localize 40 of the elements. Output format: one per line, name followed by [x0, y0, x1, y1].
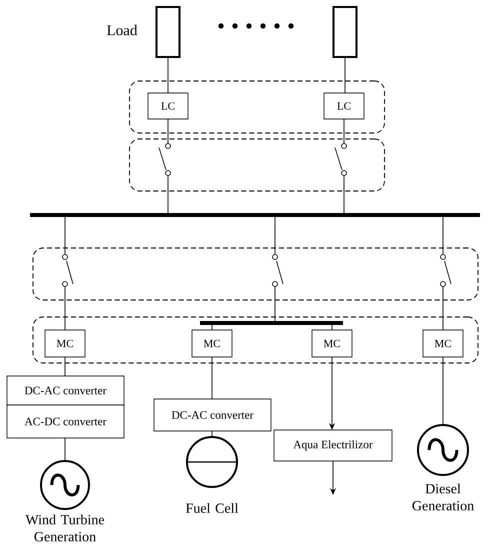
dashed-group-frame — [32, 248, 478, 300]
converter-box: AC-DC converter — [6, 404, 124, 438]
switch-symbol — [62, 254, 74, 287]
connection-line — [442, 356, 444, 424]
fuel-cell-symbol — [186, 436, 238, 488]
switch-symbol — [334, 143, 347, 176]
component-label: Load — [107, 24, 138, 36]
controller-box: MC — [44, 330, 86, 358]
generator-symbol — [40, 460, 90, 510]
connection-line — [64, 216, 66, 255]
component-label: Wind Turbine Generation — [26, 514, 104, 542]
component-label: Diesel Generation — [412, 484, 474, 510]
connection-line — [274, 286, 276, 322]
converter-box: DC-AC converter — [154, 398, 272, 432]
dashed-group-frame — [32, 316, 478, 364]
switch-symbol — [440, 254, 452, 287]
dashed-group-frame — [129, 80, 385, 134]
controller-box: MC — [192, 330, 232, 358]
connection-line — [274, 216, 276, 255]
load-box — [332, 6, 358, 58]
generator-symbol — [417, 424, 469, 476]
electrolyzer-box: Aqua Electrilizor — [274, 430, 392, 462]
controller-box: MC — [422, 330, 464, 358]
switch-symbol — [272, 254, 284, 287]
controller-box: MC — [312, 330, 352, 358]
controller-box: LC — [324, 92, 364, 120]
controller-box: LC — [148, 92, 188, 120]
switch-symbol — [158, 143, 171, 176]
connection-line — [64, 286, 66, 330]
busbar — [200, 321, 343, 325]
connection-line — [64, 356, 66, 376]
connection-line — [442, 286, 444, 330]
busbar — [30, 213, 480, 217]
connection-line — [442, 216, 444, 255]
connection-line — [344, 56, 346, 94]
converter-box: DC-AC converter — [6, 376, 124, 406]
connection-line — [64, 438, 66, 460]
dashed-group-frame — [129, 138, 385, 192]
component-label: Fuel Cell — [186, 503, 238, 513]
load-box — [156, 6, 180, 58]
